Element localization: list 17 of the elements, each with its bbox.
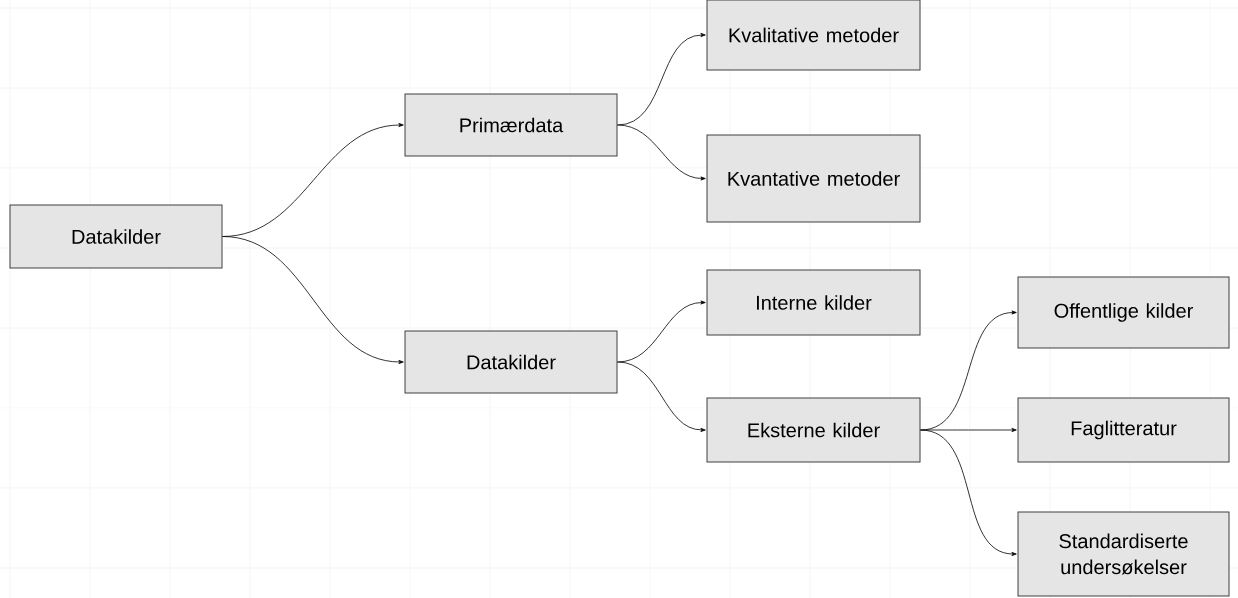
process-box: Primærdata <box>404 93 618 157</box>
process-box: Eksterne kilder <box>706 397 921 463</box>
arrow <box>617 300 706 363</box>
process-box: Faglitteratur <box>1017 397 1230 463</box>
process-box: Kvantative metoder <box>706 134 921 223</box>
process-box: Offentlige kilder <box>1017 276 1230 349</box>
arrow <box>617 124 706 181</box>
arrow <box>222 236 404 364</box>
process-box: Interne kilder <box>706 269 921 336</box>
process-box: Datakilder <box>9 204 223 269</box>
arrow <box>617 361 706 432</box>
arrow <box>617 33 706 126</box>
process-box: Standardiserte undersøkelser <box>1017 511 1230 597</box>
arrow <box>920 429 1017 556</box>
process-box: Kvalitative metoder <box>706 0 921 71</box>
process-box: Datakilder <box>404 330 618 394</box>
arrow <box>920 428 1017 432</box>
